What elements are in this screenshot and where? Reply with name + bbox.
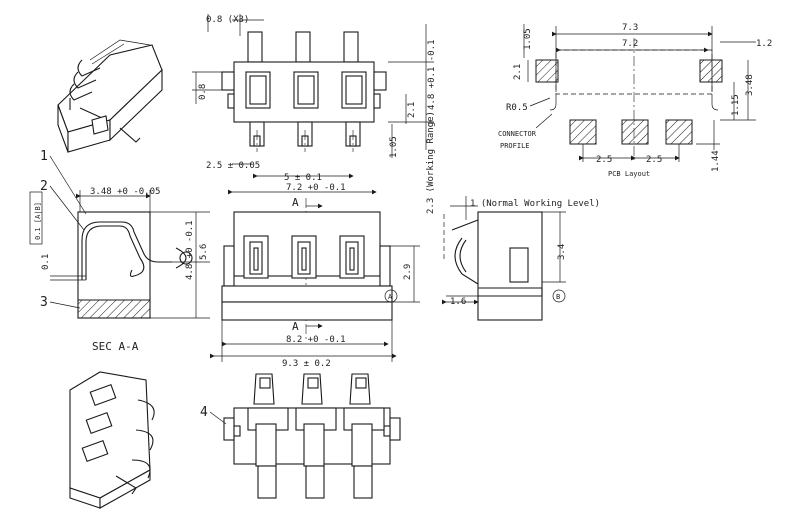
normal-working-level: 1 (Normal Working Level) <box>470 199 600 209</box>
dim-pcb-left-h: 1.05 <box>523 28 533 50</box>
connector-label-2: PROFILE <box>500 142 530 150</box>
dim-front-height: 2.9 <box>403 264 413 280</box>
dim-section-width: 3.48 +0 -0.05 <box>90 187 160 197</box>
section-mark-top: A <box>292 196 299 209</box>
pcb-layout: 7.3 7.2 1.05 2.1 1.2 1.15 3.48 1.44 R0.5… <box>498 23 772 178</box>
dim-pcb-width-pads: 7.2 <box>622 39 638 49</box>
section-a-a: 0.1 [A|B] 0.1 3.48 +0 -0.05 4.8 +0 -0.1 … <box>29 149 210 353</box>
dim-pcb-right-w: 1.2 <box>756 39 772 49</box>
dim-pcb-radius: R0.5 <box>506 103 528 113</box>
dim-pitch-x3: 0.8 (X3) <box>206 15 249 25</box>
section-mark-bottom: A <box>292 320 299 333</box>
callout-4: 4 <box>200 405 208 420</box>
pcb-caption: PCB Layout <box>608 170 650 178</box>
section-tolerance: 0.1 [A|B] <box>34 202 42 240</box>
bottom-view: 4 <box>200 373 401 499</box>
datum-a: A <box>388 293 393 301</box>
dim-section-height: 4.8 +0 -0.1 <box>185 220 195 280</box>
dim-pcb-right-h2: 3.48 <box>745 74 755 96</box>
dim-pcb-bottom-h: 1.44 <box>711 150 721 172</box>
dim-pcb-pitch-b: 2.5 <box>646 155 662 165</box>
dim-pcb-right-h1: 1.15 <box>731 94 741 116</box>
dim-front-total-width: 9.3 ± 0.2 <box>282 359 331 369</box>
callout-1: 1 <box>40 149 48 164</box>
dim-side-offset: 2.1 <box>407 102 417 118</box>
datum-b: B <box>556 293 560 301</box>
dim-pin-span: 5 ± 0.1 <box>284 173 322 183</box>
dim-side-height: 3.4 <box>557 244 567 260</box>
dim-front-mid-width: 8.2 +0 -0.1 <box>286 335 346 345</box>
iso-view-top <box>57 39 163 153</box>
top-view: 0.8 (X3) 0.8 2.5 ± 0.05 5 ± 0.1 <box>192 14 437 214</box>
side-view: 3.4 B 1.6 1 (Normal Working Level) <box>441 196 600 321</box>
dim-side-depth: 1.6 <box>450 297 466 307</box>
callout-2: 2 <box>40 179 48 194</box>
callout-3: 3 <box>40 295 48 310</box>
dim-working-range: 2.3 (Working Range) <box>426 111 436 214</box>
iso-view-bottom <box>69 371 155 509</box>
dim-tab-height: 0.8 <box>198 84 208 100</box>
dim-pcb-left-pad: 2.1 <box>513 64 523 80</box>
dim-section-wall: 0.1 <box>41 254 51 270</box>
front-view: 7.2 +0 -0.1 A A 2.9 A 8.2 +0 -0.1 9.3 ± … <box>209 183 420 369</box>
dim-section-height2: 5.6 <box>199 244 209 260</box>
dim-pcb-width-total: 7.3 <box>622 23 638 33</box>
dim-pin-pitch: 2.5 ± 0.05 <box>206 161 260 171</box>
connector-label-1: CONNECTOR <box>498 130 537 138</box>
dim-side-height: 1.05 <box>389 136 399 158</box>
dim-front-top-width: 7.2 +0 -0.1 <box>286 183 346 193</box>
dim-pcb-pitch-a: 2.5 <box>596 155 612 165</box>
dim-height-range: 4.8 +0.1 -0.1 <box>427 40 437 110</box>
section-title: SEC A-A <box>92 340 139 353</box>
